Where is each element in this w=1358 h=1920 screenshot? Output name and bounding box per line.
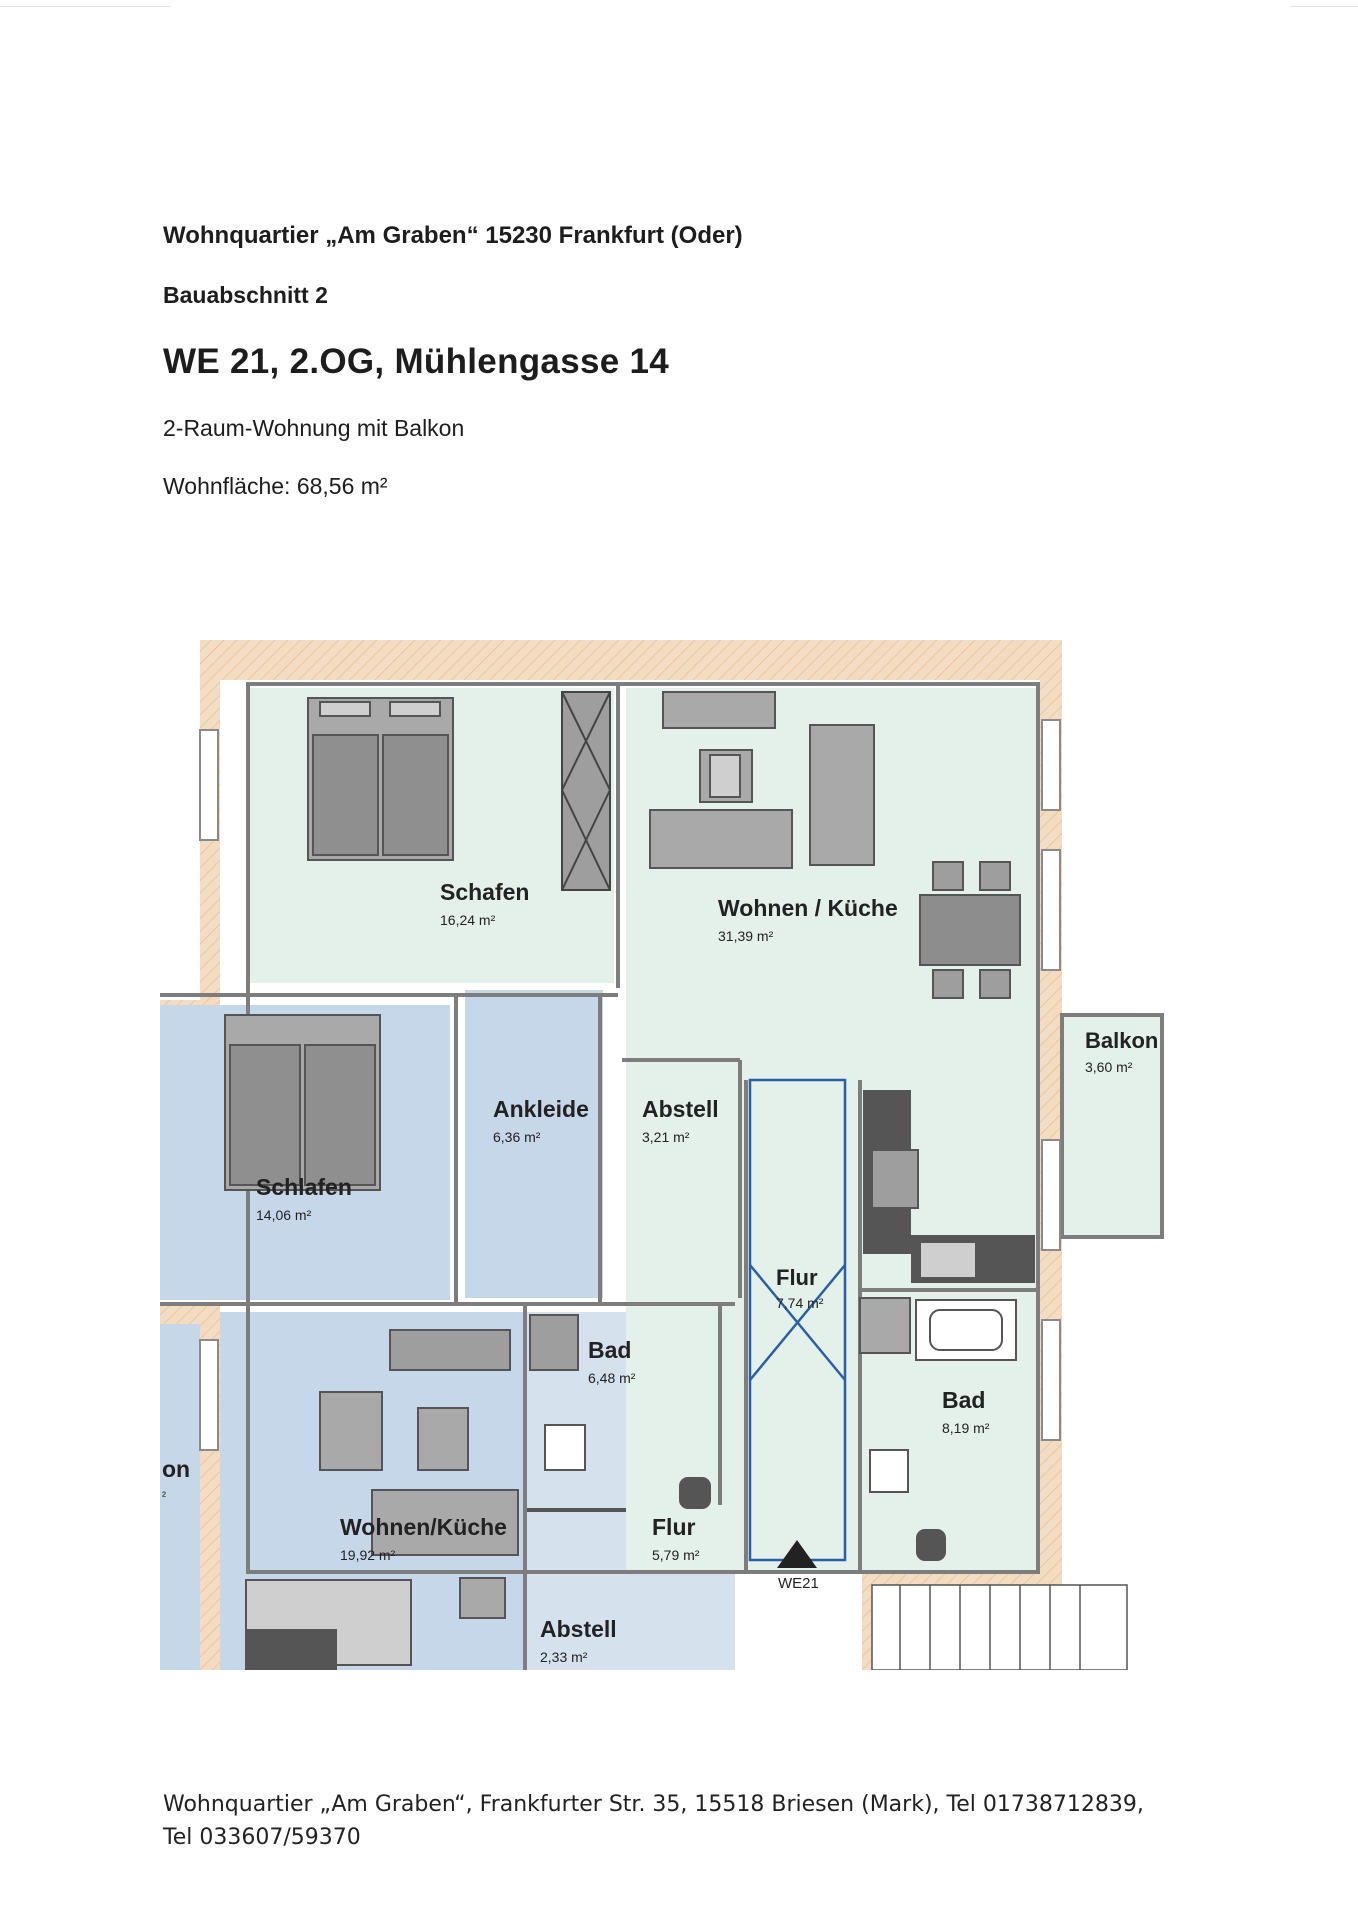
room-label-flur-1: Flur xyxy=(776,1265,818,1290)
floor-plan: Schafen 16,24 m² Wohnen / Küche 31,39 m²… xyxy=(160,640,1170,1670)
room-label-wohnen-kueche-2: Wohnen/Küche xyxy=(340,1514,507,1540)
room-area-bad-1: 6,48 m² xyxy=(588,1370,636,1386)
footer-line-1: Wohnquartier „Am Graben“, Frankfurter St… xyxy=(163,1792,1144,1817)
room-area-abstell-1: 3,21 m² xyxy=(642,1129,690,1145)
room-label-balkon-partial: on xyxy=(162,1456,190,1482)
unit-title: WE 21, 2.OG, Mühlengasse 14 xyxy=(163,342,670,381)
bed-schafen xyxy=(307,697,454,861)
windows-east xyxy=(199,719,1061,1451)
living-furniture xyxy=(649,691,1021,1279)
room-area-bad-2: 8,19 m² xyxy=(942,1420,990,1436)
room-label-bad-1: Bad xyxy=(588,1337,631,1363)
living-area: Wohnfläche: 68,56 m² xyxy=(163,473,388,499)
room-area-balkon: 3,60 m² xyxy=(1085,1059,1133,1075)
entrance-arrow xyxy=(777,1540,817,1568)
bathroom-fixtures xyxy=(859,1297,1017,1561)
room-label-schlafen: Schlafen xyxy=(256,1174,352,1200)
room-label-balkon: Balkon xyxy=(1085,1028,1158,1053)
room-area-wohnen-kueche-2: 19,92 m² xyxy=(340,1547,396,1563)
room-area-balkon-partial: ² xyxy=(162,1489,166,1503)
room-label-ankleide: Ankleide xyxy=(493,1096,589,1122)
room-area-flur-1: 7,74 m² xyxy=(776,1295,824,1311)
wardrobe-schafen xyxy=(561,691,611,891)
unit-type: 2-Raum-Wohnung mit Balkon xyxy=(163,415,465,441)
room-label-flur-2: Flur xyxy=(652,1514,695,1540)
construction-section: Bauabschnitt 2 xyxy=(163,282,328,308)
room-area-schafen: 16,24 m² xyxy=(440,912,496,928)
footer: Wohnquartier „Am Graben“, Frankfurter St… xyxy=(163,1788,1213,1854)
room-area-wohnen-kueche: 31,39 m² xyxy=(718,928,774,944)
room-label-bad-2: Bad xyxy=(942,1387,985,1413)
room-label-abstell-2: Abstell xyxy=(540,1616,617,1642)
room-label-abstell-1: Abstell xyxy=(642,1096,719,1122)
interior-walls xyxy=(160,682,1164,1670)
neighbor-furniture xyxy=(224,1014,711,1670)
scan-edge-left xyxy=(0,6,170,7)
entrance-label: WE21 xyxy=(778,1575,819,1592)
apartment-we21 xyxy=(248,688,1162,1570)
room-area-abstell-2: 2,33 m² xyxy=(540,1649,588,1665)
footer-line-2: Tel 033607/59370 xyxy=(163,1825,361,1850)
project-title: Wohnquartier „Am Graben“ 15230 Frankfurt… xyxy=(163,222,743,249)
room-area-flur-2: 5,79 m² xyxy=(652,1547,700,1563)
room-area-schlafen: 14,06 m² xyxy=(256,1207,312,1223)
room-label-wohnen-kueche: Wohnen / Küche xyxy=(718,895,898,921)
room-area-ankleide: 6,36 m² xyxy=(493,1129,541,1145)
scan-edge-right xyxy=(1290,6,1358,7)
staircase xyxy=(871,1584,1128,1670)
room-label-schafen: Schafen xyxy=(440,879,529,905)
